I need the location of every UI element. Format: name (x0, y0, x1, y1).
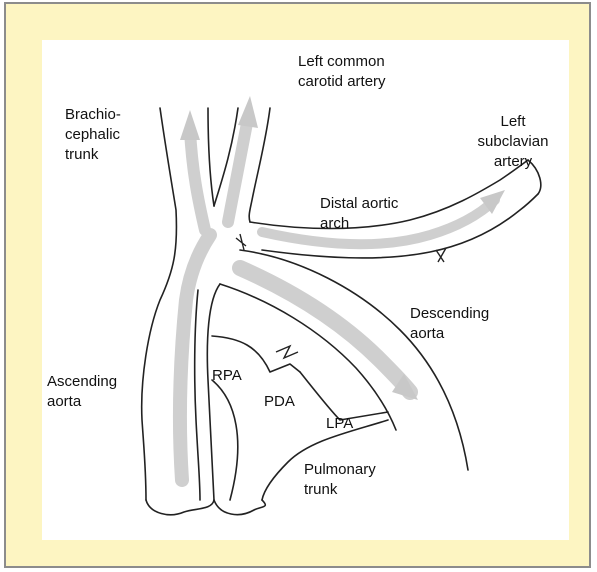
label-descending-aorta: Descending aorta (410, 304, 489, 344)
label-pda: PDA (264, 392, 295, 412)
label-left-subclavian-artery: Left subclavian artery (468, 112, 558, 172)
carotid-flow-arrow (228, 118, 248, 222)
label-ascending-aorta: Ascending aorta (47, 372, 117, 412)
pda-ligature-mark (276, 346, 298, 358)
descending-flow-arrow (240, 268, 410, 392)
brachiocephalic-inner-wall (208, 108, 214, 206)
label-brachiocephalic-trunk: Brachio- cephalic trunk (65, 105, 121, 165)
label-left-common-carotid-artery: Left common carotid artery (298, 52, 386, 92)
ascending-cut-end (146, 500, 214, 515)
lpa-outline (300, 372, 388, 420)
carotid-arrowhead (238, 96, 258, 128)
brachio-arrowhead (180, 110, 200, 140)
brachiocephalic-outer-wall (142, 108, 177, 500)
ascending-inner-wall (207, 284, 220, 500)
arch-ligature-mark (236, 234, 246, 250)
brachiocephalic-flow-arrow (190, 130, 205, 230)
rpa-lower-curve (212, 380, 238, 500)
label-lpa: LPA (326, 414, 353, 434)
label-distal-aortic-arch: Distal aortic arch (320, 194, 398, 234)
label-pulmonary-trunk: Pulmonary trunk (304, 460, 376, 500)
ascending-mid-wall (195, 290, 200, 500)
label-rpa: RPA (212, 366, 242, 386)
pulmonary-cut-end (214, 500, 265, 515)
